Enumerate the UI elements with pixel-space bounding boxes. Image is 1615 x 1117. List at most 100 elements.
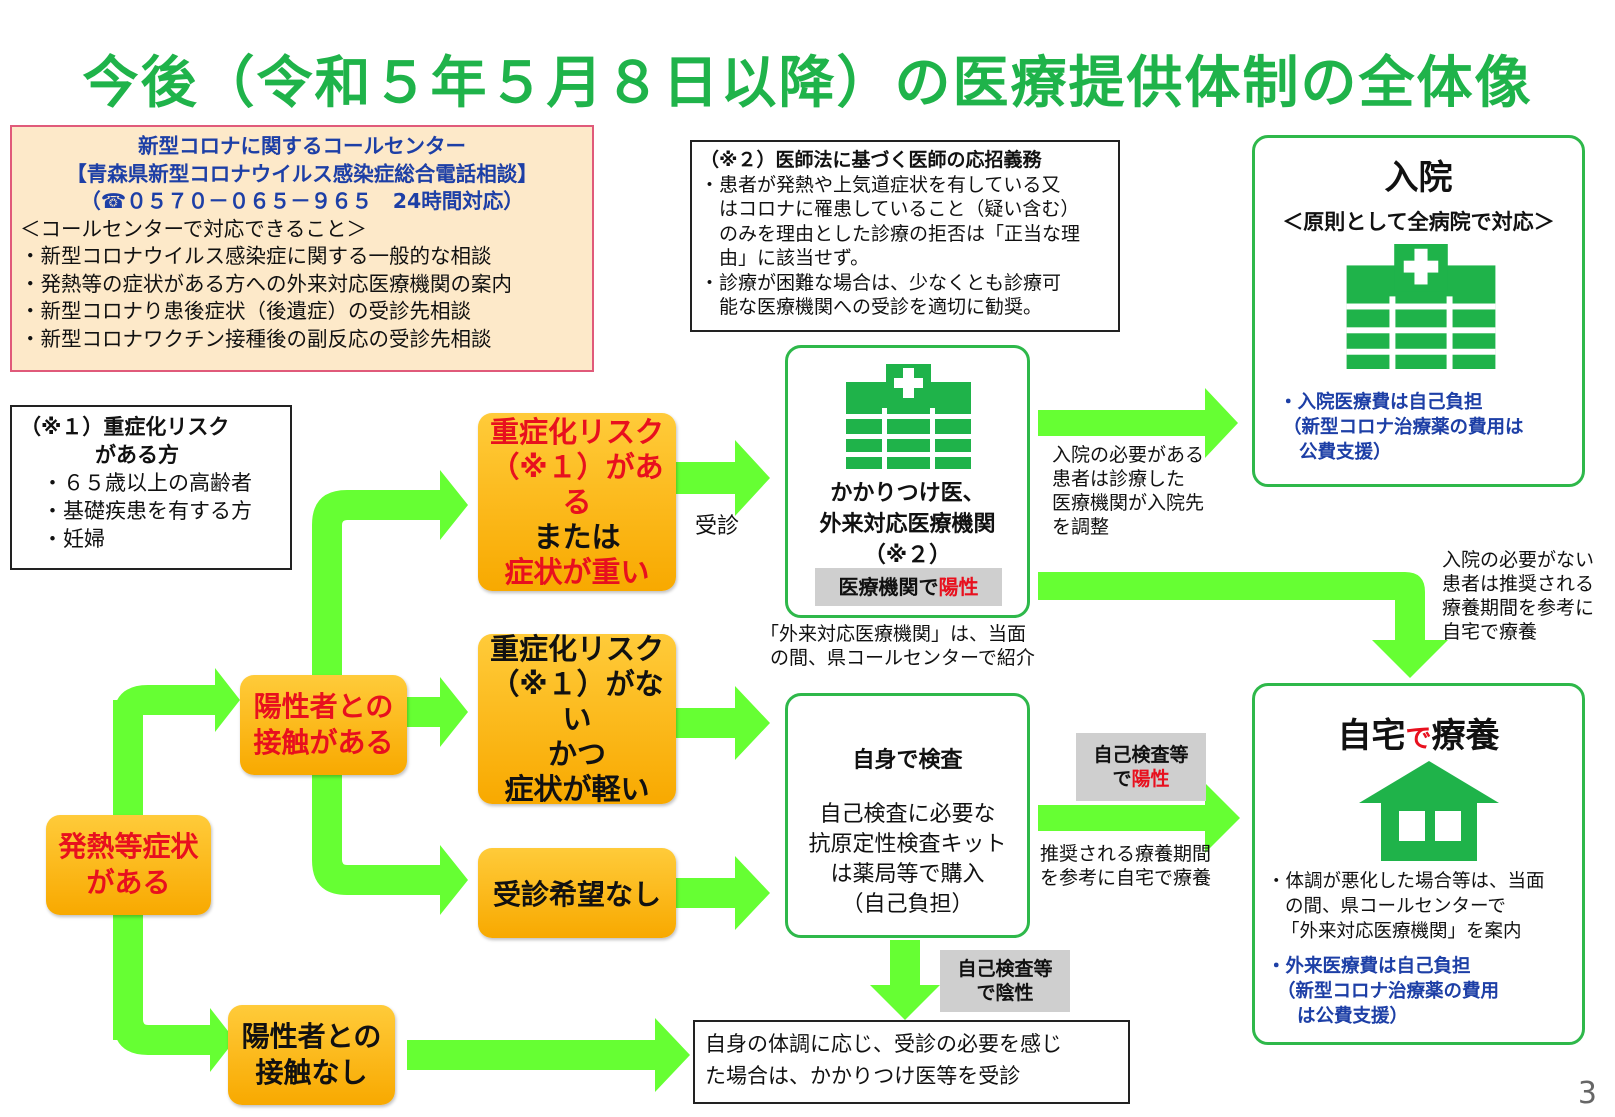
contact-no-box: 陽性者との 接触なし	[228, 1005, 395, 1105]
note-line: 入院の必要がある	[1052, 444, 1205, 466]
clinic-note: 「外来対応医療機関」は、当面 の間、県コールセンターで紹介	[760, 622, 1035, 670]
hospital-cost-line: ・入院医療費は自己負担	[1279, 392, 1483, 413]
low-risk-box: 重症化リスク （※１）がない かつ 症状が軽い	[478, 631, 676, 806]
page-number: 3	[1577, 1076, 1597, 1111]
note-line: 医療機関が入院先	[1052, 492, 1205, 514]
list-item: ・新型コロナワクチン接種後の副反応の受診先相談	[20, 326, 492, 351]
bottom-advice-box: 自身の体調に応じ、受診の必要を感じ た場合は、かかりつけ医等を受診	[693, 1020, 1130, 1104]
arrow-clinic-to-hospital	[1038, 388, 1238, 458]
self-test-positive-badge: 自己検査等 で陽性	[1076, 733, 1206, 801]
note2-line: 能な医療機関への受診を適切に勧奨。	[700, 296, 1043, 318]
note2-line: ・患者が発熱や上気道症状を有している又	[700, 173, 1061, 196]
arrow-selftest-to-home	[1038, 783, 1240, 853]
note-line: を調整	[1052, 516, 1110, 538]
clinic-line: （※２）	[863, 543, 952, 568]
visit-label: 受診	[695, 514, 740, 539]
badge-text: 自己検査等	[1093, 744, 1189, 766]
badge-text: 医療機関で	[838, 575, 939, 599]
home-care-box: 自宅で療養 ・体調が悪化した場合等は、当面 の間、県コールセンターで 「外来対応…	[1252, 683, 1585, 1045]
low-risk-line: 重症化リスク	[489, 631, 664, 666]
note1-heading-2: がある方	[95, 443, 179, 467]
call-center-phone: （☎０５７０－０６５－９６５ 24時間対応）	[80, 189, 524, 213]
recommend-line: を参考に自宅で療養	[1040, 867, 1212, 889]
high-risk-line: （※１）がある	[490, 449, 664, 519]
recommend-home-note: 推奨される療養期間 を参考に自宅で療養	[1040, 842, 1211, 890]
note-line: 自宅で療養	[1442, 621, 1538, 643]
note-line: 入院の必要がない	[1442, 549, 1595, 571]
home-title-part: で	[1405, 724, 1432, 754]
arrow-nocontact-to-bottom	[407, 1018, 690, 1092]
contact-yes-line: 陽性者との	[253, 690, 394, 723]
low-risk-line: かつ	[547, 736, 606, 771]
note2-line: のみを理由とした診療の拒否は「正当な理	[700, 222, 1081, 245]
arrow-clinic-to-home	[1038, 572, 1448, 678]
home-cost-line: は公費支援）	[1297, 1006, 1409, 1027]
badge-text: で陰性	[976, 982, 1034, 1004]
list-item: ・基礎疾患を有する方	[42, 499, 252, 523]
hospital-title: 入院	[1384, 158, 1453, 198]
home-title-part: 療養	[1431, 716, 1500, 756]
hospital-building-icon	[1346, 244, 1496, 369]
list-item: ・新型コロナり患後症状（後遺症）の受診先相談	[20, 299, 471, 323]
clinic-line: 外来対応医療機関	[819, 512, 996, 537]
bottom-line: た場合は、かかりつけ医等を受診	[705, 1064, 1021, 1088]
fever-line: がある	[86, 866, 171, 899]
list-item: ・発熱等の症状がある方への外来対応医療機関の案内	[20, 271, 512, 296]
self-test-box: 自身で検査 自己検査に必要な 抗原定性検査キット は薬局等で購入 （自己負担）	[785, 693, 1030, 938]
arrow-novisit-to-selftest	[675, 856, 770, 930]
call-center-title: 新型コロナに関するコールセンター	[138, 134, 466, 158]
arrow-selftest-down	[870, 940, 940, 1020]
note-high-risk: （※１）重症化リスク がある方 ・６５歳以上の高齢者 ・基礎疾患を有する方 ・妊…	[10, 405, 292, 570]
note2-line: はコロナに罹患していること（疑い含む）	[700, 198, 1080, 220]
high-risk-line: 症状が重い	[504, 554, 650, 589]
note2-heading: （※２）医師法に基づく医師の応招義務	[700, 149, 1042, 171]
page-title: 今後（令和５年５月８日以降）の医療提供体制の全体像	[82, 51, 1533, 116]
arrow-to-no-visit	[312, 765, 468, 915]
clinic-note-line: の間、県コールセンターで紹介	[770, 647, 1035, 669]
hospital-box: 入院 ＜原則として全病院で対応＞ ・入院医療費は自己負担 （新型コロナ治療薬の費…	[1252, 135, 1585, 487]
list-item: ・新型コロナウイルス感染症に関する一般的な相談	[20, 244, 492, 268]
clinic-positive-badge: 医療機関で陽性	[815, 568, 1002, 606]
arrow-to-low-risk	[407, 677, 468, 747]
home-note-line: の間、県コールセンターで	[1285, 896, 1506, 917]
no-hospital-note: 入院の必要がない 患者は推奨される 療養期間を参考に 自宅で療養	[1442, 548, 1594, 644]
note2-line: 由」に該当せず。	[700, 247, 870, 269]
arrow-low-to-selftest	[675, 686, 770, 760]
arrow-to-contact-no	[113, 1008, 235, 1072]
fever-box: 発熱等症状 がある	[46, 815, 211, 915]
self-test-line: は薬局等で購入	[830, 862, 985, 887]
call-center-subhead: ＜コールセンターで対応できること＞	[20, 216, 367, 241]
fever-line: 発熱等症状	[58, 830, 199, 863]
hospital-building-icon	[846, 364, 971, 469]
call-center-name: 【青森県新型コロナウイルス感染症総合電話相談】	[66, 161, 538, 186]
badge-text: 自己検査等	[957, 958, 1053, 980]
contact-no-line: 陽性者との	[241, 1020, 382, 1053]
home-title: 自宅で療養	[1255, 708, 1582, 757]
badge-positive: 陽性	[938, 575, 979, 599]
no-visit-label: 受診希望なし	[492, 878, 661, 911]
bottom-line: 自身の体調に応じ、受診の必要を感じ	[705, 1032, 1062, 1056]
low-risk-line: 症状が軽い	[504, 771, 650, 806]
hospital-needed-note: 入院の必要がある 患者は診療した 医療機関が入院先 を調整	[1052, 443, 1204, 539]
badge-positive: 陽性	[1131, 768, 1170, 790]
high-risk-line: または	[533, 519, 621, 554]
self-test-line: （自己負担）	[841, 892, 974, 917]
home-cost-line: ・外来医療費は自己負担	[1267, 956, 1471, 977]
arrow-high-to-clinic	[675, 440, 770, 516]
hospital-cost-line: （新型コロナ治療薬の費用は	[1283, 417, 1524, 438]
self-test-heading: 自身で検査	[852, 748, 963, 773]
note-line: 患者は診療した	[1052, 468, 1186, 490]
house-icon	[1359, 761, 1499, 861]
note2-line: ・診療が困難な場合は、少なくとも診療可	[700, 271, 1062, 294]
list-item: ・妊婦	[42, 527, 105, 551]
hospital-subtitle: ＜原則として全病院で対応＞	[1282, 210, 1555, 234]
contact-yes-box: 陽性者との 接触がある	[240, 675, 407, 775]
badge-text: で	[1112, 768, 1132, 790]
no-visit-box: 受診希望なし	[478, 848, 676, 938]
clinic-line: かかりつけ医、	[830, 481, 985, 506]
contact-yes-line: 接触がある	[253, 726, 394, 759]
recommend-line: 推奨される療養期間	[1040, 843, 1212, 865]
high-risk-box: 重症化リスク （※１）がある または 症状が重い	[478, 413, 676, 591]
clinic-note-line: 「外来対応医療機関」は、当面	[760, 623, 1027, 645]
